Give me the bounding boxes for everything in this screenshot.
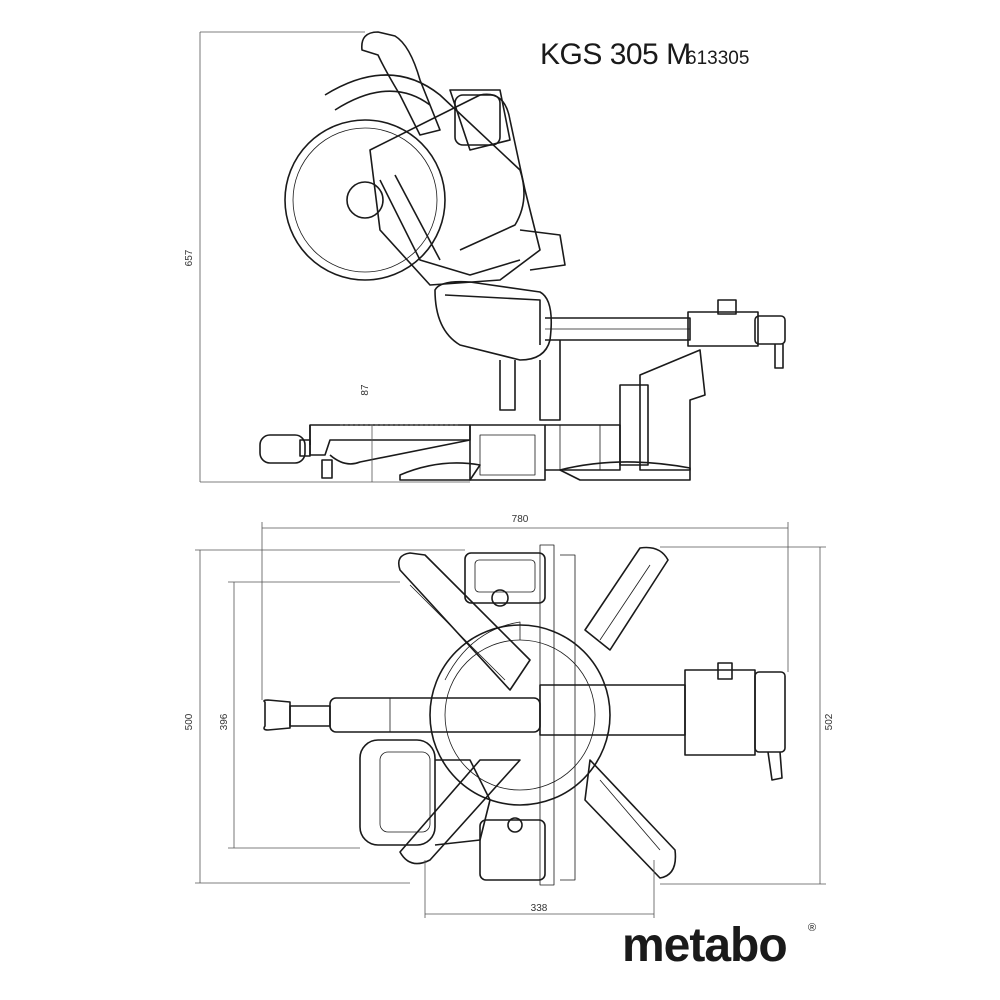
saw-handle <box>361 31 441 136</box>
model-title: KGS 305 M <box>540 38 691 71</box>
dim-depth-inner: 396 <box>219 713 230 730</box>
dim-depth-right: 502 <box>824 713 835 730</box>
article-number: 613305 <box>686 48 750 69</box>
dim-height-total: 657 <box>184 249 195 266</box>
dim-length: 780 <box>512 514 529 525</box>
table-base <box>309 424 471 456</box>
rail-arm <box>329 697 541 733</box>
metabo-logo: metabo <box>622 919 788 972</box>
motor <box>359 739 436 846</box>
dim-table-height: 87 <box>360 384 371 396</box>
dim-width-bottom: 338 <box>531 903 548 914</box>
top-view-drawing <box>263 544 786 886</box>
dim-depth-left: 500 <box>184 713 195 730</box>
side-view-dimensions <box>199 31 470 483</box>
saw-blade <box>284 119 446 281</box>
turntable <box>429 624 611 806</box>
registered-mark: ® <box>808 922 817 934</box>
side-view-drawing <box>259 31 786 481</box>
top-view-dimensions <box>195 522 826 918</box>
